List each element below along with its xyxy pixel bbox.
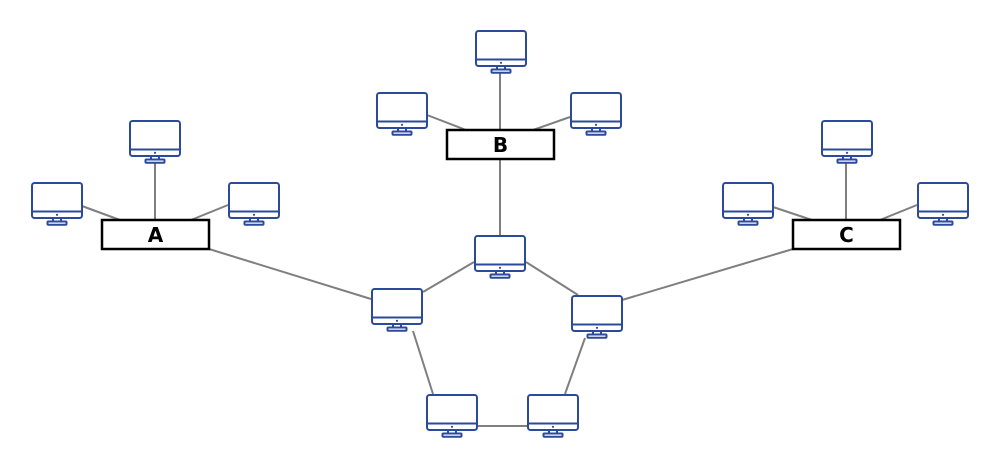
- monitor-base: [243, 220, 265, 226]
- computer-monitor-icon: [571, 295, 623, 339]
- monitor-power-dot: [450, 425, 454, 428]
- hub-C: C: [791, 218, 902, 251]
- monitor-power-dot: [153, 151, 157, 154]
- computer-monitor-icon: [527, 394, 579, 438]
- computer-monitor-icon: [129, 120, 181, 164]
- link-ring-left-ring-top: [422, 261, 475, 293]
- computer-ring-bottom-left[interactable]: [426, 394, 478, 438]
- monitor-screen: [722, 182, 774, 219]
- link-c-left-C: [772, 206, 813, 221]
- computer-c-left[interactable]: [722, 182, 774, 226]
- monitor-power-dot: [746, 213, 750, 216]
- monitor-screen: [371, 288, 423, 325]
- hub-label-A: A: [148, 223, 164, 247]
- computer-ring-bottom-right[interactable]: [527, 394, 579, 438]
- links-layer: [81, 73, 918, 427]
- monitor-base: [441, 432, 463, 438]
- computer-b-left[interactable]: [376, 92, 428, 136]
- monitor-power-dot: [941, 213, 945, 216]
- computer-ring-left[interactable]: [371, 288, 423, 332]
- computer-monitor-icon: [228, 182, 280, 226]
- computer-monitor-icon: [31, 182, 83, 226]
- computer-b-top[interactable]: [475, 30, 527, 74]
- link-a-left-A: [81, 205, 121, 221]
- link-C-ring-right: [621, 248, 794, 301]
- computer-ring-right[interactable]: [571, 295, 623, 339]
- link-a-right-A: [190, 204, 229, 221]
- computer-c-top[interactable]: [821, 120, 873, 164]
- monitor-base: [386, 326, 408, 332]
- link-ring-top-ring-right: [525, 261, 579, 296]
- computer-monitor-icon: [376, 92, 428, 136]
- hub-B: B: [445, 128, 556, 161]
- monitor-base: [836, 158, 858, 164]
- computer-monitor-icon: [570, 92, 622, 136]
- computer-monitor-icon: [371, 288, 423, 332]
- monitor-power-dot: [55, 213, 59, 216]
- computer-ring-top[interactable]: [474, 235, 526, 279]
- link-ring-bottom-left-ring-left: [412, 330, 434, 395]
- computer-b-right[interactable]: [570, 92, 622, 136]
- computer-monitor-icon: [475, 30, 527, 74]
- monitor-screen: [821, 120, 873, 157]
- monitor-power-dot: [498, 266, 502, 269]
- monitor-screen: [475, 30, 527, 67]
- monitor-power-dot: [595, 326, 599, 329]
- computer-a-left[interactable]: [31, 182, 83, 226]
- computer-monitor-icon: [426, 394, 478, 438]
- monitor-power-dot: [845, 151, 849, 154]
- hub-box-B: [445, 128, 556, 161]
- link-c-right-C: [879, 204, 918, 221]
- monitor-base: [144, 158, 166, 164]
- computer-monitor-icon: [821, 120, 873, 164]
- hub-box-C: [791, 218, 902, 251]
- computer-monitor-icon: [474, 235, 526, 279]
- hub-box-A: [100, 218, 211, 251]
- monitor-base: [586, 333, 608, 339]
- hub-label-B: B: [493, 133, 508, 157]
- monitor-screen: [571, 295, 623, 332]
- monitor-screen: [228, 182, 280, 219]
- computer-c-right[interactable]: [917, 182, 969, 226]
- hub-A: A: [100, 218, 211, 251]
- link-ring-right-ring-bottom-right: [564, 337, 586, 395]
- monitor-base: [585, 130, 607, 136]
- monitor-base: [932, 220, 954, 226]
- monitor-screen: [570, 92, 622, 129]
- monitor-power-dot: [499, 61, 503, 64]
- monitor-base: [542, 432, 564, 438]
- monitor-screen: [129, 120, 181, 157]
- nodes-layer: [31, 30, 969, 438]
- monitor-base: [46, 220, 68, 226]
- computer-monitor-icon: [917, 182, 969, 226]
- link-A-ring-left: [208, 248, 372, 300]
- monitor-base: [489, 273, 511, 279]
- computer-a-top[interactable]: [129, 120, 181, 164]
- monitor-base: [391, 130, 413, 136]
- monitor-power-dot: [395, 319, 399, 322]
- monitor-screen: [917, 182, 969, 219]
- monitor-base: [490, 68, 512, 74]
- link-b-left-B: [426, 114, 467, 131]
- computer-a-right[interactable]: [228, 182, 280, 226]
- monitor-power-dot: [252, 213, 256, 216]
- link-b-right-B: [532, 116, 571, 131]
- hub-label-C: C: [839, 223, 854, 247]
- hubs-layer: A B C: [100, 128, 902, 251]
- monitor-screen: [376, 92, 428, 129]
- monitor-screen: [527, 394, 579, 431]
- monitor-power-dot: [400, 123, 404, 126]
- monitor-screen: [31, 182, 83, 219]
- monitor-screen: [426, 394, 478, 431]
- monitor-screen: [474, 235, 526, 272]
- monitor-power-dot: [551, 425, 555, 428]
- computer-monitor-icon: [722, 182, 774, 226]
- monitor-power-dot: [594, 123, 598, 126]
- monitor-base: [737, 220, 759, 226]
